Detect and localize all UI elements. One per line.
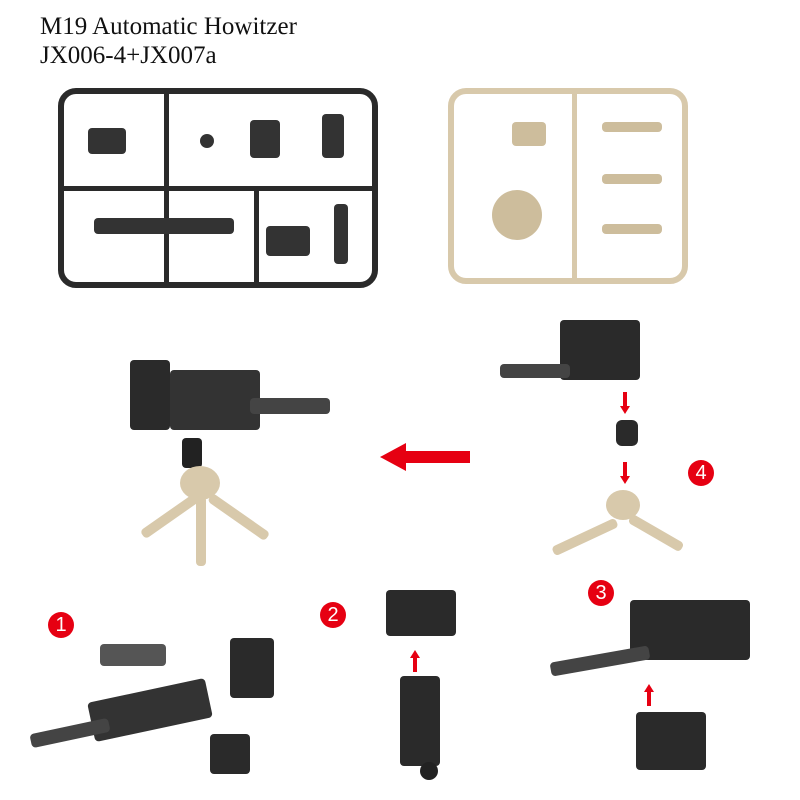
black-parts-sprue [58,88,378,288]
tripod-leg [196,496,206,566]
sprue-rail [64,186,374,191]
gun-mount [182,438,202,468]
sprue-rail [254,186,259,286]
arrow-left-icon [380,443,470,471]
tripod-leg [627,513,685,553]
gun-barrel [500,364,570,378]
tripod-leg [207,492,271,542]
sprue-part [250,120,280,158]
sprue-part [334,204,348,264]
title-line-1: M19 Automatic Howitzer [40,13,297,40]
arrow-up-icon [410,650,420,672]
arrow-up-icon [644,684,654,706]
connector-peg [616,420,638,446]
gun-body [170,370,260,430]
gun-body [560,320,640,380]
gun-body-part [630,600,750,660]
gun-barrel [250,398,330,414]
sprue-part [94,218,234,234]
sprue-part [200,134,214,148]
step-3-parts [549,600,770,780]
mount-peg [420,762,438,780]
sprue-part [266,226,310,256]
gun-shield [130,360,170,430]
sprue-part [602,174,662,184]
step-4-gun [500,320,670,400]
sprue-part [602,122,662,132]
gun-cover-part [100,644,166,666]
sprue-part [512,122,546,146]
sprue-part [492,190,542,240]
gun-handle-part [210,734,250,774]
gun-shield-part [230,638,274,698]
step-1-parts [29,630,280,790]
sprue-part [602,224,662,234]
cradle-part [386,590,456,636]
mount-post-part [400,676,440,766]
arrow-down-icon [620,392,630,414]
sprue-rail [572,94,577,280]
step-badge-3: 3 [588,580,614,606]
tripod-leg [551,517,619,557]
sprue-part [88,128,126,154]
assembled-howitzer [90,320,350,580]
step-badge-2: 2 [320,602,346,628]
step-badge-4: 4 [688,460,714,486]
gun-barrel-part [549,645,651,677]
cradle-mount-part [636,712,706,770]
title-line-2: JX006-4+JX007a [40,42,217,69]
arrow-down-icon [620,462,630,484]
product-title: M19 Automatic Howitzer JX006-4+JX007a [40,12,297,70]
sprue-part [322,114,344,158]
gun-barrel-part [29,717,111,749]
step-badge-1: 1 [48,612,74,638]
tripod-leg [139,490,203,540]
step-2-parts [380,590,470,790]
tan-tripod [550,480,690,560]
tan-parts-sprue [448,88,688,284]
